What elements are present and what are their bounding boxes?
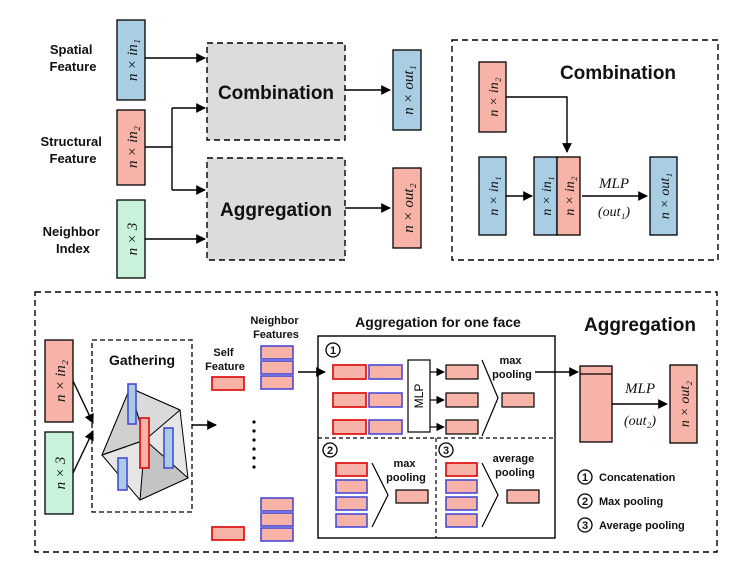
max-pooling-label-1: max pooling	[492, 355, 532, 381]
overview-section: Spatial Feature Structural Feature Neigh…	[40, 19, 422, 279]
svg-text:Average pooling: Average pooling	[599, 520, 685, 532]
neighbor-bar-2	[163, 427, 174, 469]
gathering-label: Gathering	[109, 352, 175, 368]
svg-text:n × in₂: n × in₂	[563, 176, 578, 215]
one-face-mlp-label: MLP	[412, 384, 426, 409]
svg-text:2: 2	[327, 445, 333, 457]
comb-in2-tensor: n × in₂	[478, 61, 507, 133]
combination-panel: Combination n × in₂ n × in₁ n × in₁ n × …	[451, 39, 719, 261]
svg-text:Concatenation: Concatenation	[599, 472, 676, 484]
agg-in2-tensor: n × in₂	[44, 339, 74, 423]
svg-text:n × out₂: n × out₂	[678, 381, 693, 427]
aggregation-panel-title: Aggregation	[584, 315, 696, 336]
comb-mlp-label: MLP	[598, 176, 629, 192]
svg-text:Combination: Combination	[218, 83, 334, 104]
neighbor-bar-1	[127, 383, 137, 425]
feature-group-last	[211, 497, 294, 542]
svg-text:n × in₂: n × in₂	[125, 126, 141, 168]
svg-text:1: 1	[582, 472, 588, 484]
svg-text:n × out₂: n × out₂	[401, 183, 417, 233]
average-pooling-label: average pooling	[493, 453, 538, 479]
tensor-spatial-in1: n × in₁	[116, 19, 146, 101]
svg-text:2: 2	[582, 496, 588, 508]
svg-text:3: 3	[443, 445, 449, 457]
aggregated-feature-tensor	[579, 365, 613, 443]
one-face-box: 1 MLP max pooling 2	[317, 335, 556, 539]
legend-max-pooling: 2 Max pooling	[577, 493, 663, 509]
neighbor-bar-3	[117, 457, 128, 491]
aggregation-panel: Aggregation n × in₂ n × 3 Gathering	[34, 291, 718, 553]
tensor-out1: n × out₁	[392, 49, 422, 131]
self-feature-label: Self Feature	[205, 347, 245, 373]
neighbor-features-label: Neighbor Features	[250, 315, 301, 341]
structural-feature-label: Structural Feature	[40, 134, 105, 166]
agg-mlp-label: MLP	[624, 381, 655, 397]
svg-text:n × out₁: n × out₁	[658, 173, 673, 219]
svg-text:n × in₁: n × in₁	[487, 176, 502, 215]
aggregation-block: Aggregation	[206, 157, 346, 261]
gathering-box: Gathering	[91, 339, 193, 513]
max-pooling-label-2: max pooling	[386, 458, 426, 484]
tensor-neighbor-3: n × 3	[116, 199, 146, 279]
ellipsis-dots	[252, 420, 256, 469]
neighbor-index-label: Neighbor Index	[43, 224, 104, 256]
svg-text:n × 3: n × 3	[125, 223, 141, 256]
combination-panel-title: Combination	[560, 63, 676, 84]
agg-three-tensor: n × 3	[44, 431, 74, 515]
comb-in1-tensor: n × in₁	[478, 156, 507, 236]
svg-text:3: 3	[582, 520, 588, 532]
comb-out1-tensor: n × out₁	[649, 156, 678, 236]
comb-mlp-param: (out₁)	[598, 205, 630, 220]
combination-block: Combination	[206, 42, 346, 141]
svg-text:Max pooling: Max pooling	[599, 496, 663, 508]
tensor-out2: n × out₂	[392, 167, 422, 249]
svg-text:n × out₁: n × out₁	[401, 65, 417, 115]
svg-text:n × in₁: n × in₁	[540, 176, 555, 215]
svg-text:n × 3: n × 3	[53, 457, 69, 490]
legend-concatenation: 1 Concatenation	[577, 469, 676, 485]
agg-mlp-param: (out₂)	[624, 414, 656, 429]
legend: 1 Concatenation 2 Max pooling 3 Average …	[577, 469, 685, 533]
one-face-title: Aggregation for one face	[355, 314, 521, 330]
self-bar	[139, 417, 150, 469]
agg-out2-tensor: n × out₂	[669, 364, 698, 444]
tensor-structural-in2: n × in₂	[116, 109, 146, 186]
svg-text:n × in₂: n × in₂	[53, 360, 69, 402]
svg-text:n × in₂: n × in₂	[487, 77, 502, 116]
svg-text:1: 1	[330, 345, 336, 357]
feature-group-first	[211, 345, 294, 391]
svg-text:n × in₁: n × in₁	[125, 39, 141, 81]
comb-concat-tensor: n × in₁ n × in₂	[533, 156, 581, 236]
legend-average-pooling: 3 Average pooling	[577, 517, 685, 533]
svg-text:Aggregation: Aggregation	[220, 200, 332, 221]
spatial-feature-label: Spatial Feature	[50, 42, 97, 74]
